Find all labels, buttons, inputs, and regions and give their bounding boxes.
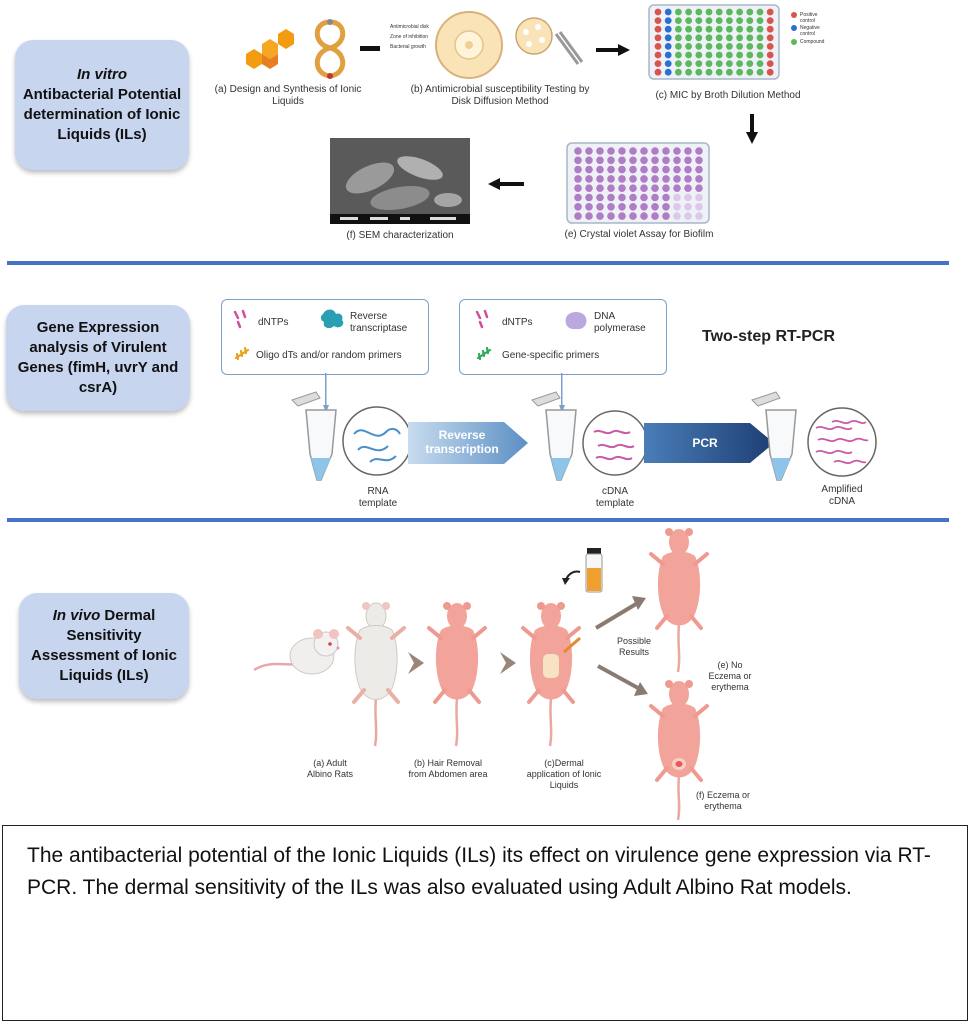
- possible-results-caption: Possible Results: [616, 636, 652, 657]
- cdna-circle-icon: [582, 410, 648, 476]
- shaved-rat-icon: [427, 602, 487, 747]
- plate-legend-2: Negative control: [800, 25, 820, 37]
- section-label-text: Antibacterial Potential determination of…: [22, 86, 182, 143]
- arrow-reverse-transcription: [408, 422, 528, 464]
- curved-arrow-icon: [562, 570, 581, 585]
- arrow-down-result-icon: [597, 664, 648, 696]
- disk-label-3: Bacterial growth: [390, 44, 426, 50]
- petri-dish-icon: [435, 11, 503, 79]
- tube-cdna-icon: [531, 391, 577, 481]
- arrow-up-result-icon: [594, 596, 646, 630]
- chevron-right-icon: [408, 652, 424, 674]
- rat-step-b-caption: (b) Hair Removal from Abdomen area: [408, 758, 488, 779]
- section-label-in-vitro: In vitro Antibacterial Potential determi…: [15, 40, 189, 170]
- gene-primers-icon: [476, 346, 492, 361]
- well-plate-crystal-violet-icon: [566, 142, 710, 224]
- amplified-cdna-caption: Amplified cDNA: [821, 484, 863, 507]
- primers-icon: [234, 346, 250, 361]
- step-c-caption: (c) MIC by Broth Dilution Method: [655, 90, 801, 101]
- ionic-liquid-molecule-icon: [314, 19, 346, 79]
- section-label-italic: In vitro: [76, 66, 127, 83]
- treated-rat-icon: [521, 602, 581, 747]
- connector-line-1: [323, 373, 329, 413]
- rna-template-caption: RNA template: [358, 486, 398, 509]
- albino-rat-upright-icon: [346, 602, 406, 747]
- result-f-caption: (f) Eczema or erythema: [695, 790, 750, 811]
- tube-rna-icon: [291, 391, 337, 481]
- dna-polymerase-icon: [565, 312, 587, 330]
- step-b-caption: (b) Antimicrobial susceptibility Testing…: [410, 84, 590, 107]
- rat-step-a-caption: (a) Adult Albino Rats: [306, 758, 354, 779]
- pcr-label: PCR: [692, 436, 718, 450]
- disk-plate-and-forceps-icon: [515, 17, 584, 65]
- section-separator-1: [7, 261, 949, 265]
- box1-primers: Oligo dTs and/or random primers: [256, 350, 402, 361]
- reagent-box-pcr: [459, 299, 667, 375]
- rat-step-c-caption: (c)Dermal application of Ionic Liquids: [526, 758, 602, 790]
- dntps-icon: [475, 309, 489, 329]
- result-rat-eczema-icon: [649, 680, 709, 821]
- step-e-caption: (e) Crystal violet Assay for Biofilm: [564, 229, 714, 240]
- minus-icon: [360, 46, 380, 51]
- box2-dntps: dNTPs: [502, 317, 533, 328]
- disk-label-2: Zone of inhibition: [390, 34, 429, 40]
- reverse-transcription-label: Reverse transcription: [425, 428, 499, 456]
- amplified-cdna-circle-icon: [807, 407, 877, 477]
- section-label-in-vivo: In vivo Dermal Sensitivity Assessment of…: [19, 593, 189, 699]
- step-f-caption: (f) SEM characterization: [346, 230, 454, 241]
- box2-enzyme: DNA polymerase: [594, 311, 646, 334]
- albino-rat-sitting-icon: [253, 629, 340, 675]
- arrow-down-icon: [746, 114, 758, 144]
- tube-amplified-icon: [751, 391, 797, 481]
- honeycomb-icon: [246, 29, 294, 69]
- disk-label-1: Antimicrobial disk: [390, 24, 429, 30]
- chevron-right-icon: [500, 652, 516, 674]
- arrow-pcr: [644, 423, 774, 463]
- result-e-caption: (e) No Eczema or erythema: [708, 660, 752, 692]
- section-separator-2: [7, 518, 949, 522]
- rt-pcr-title: Two-step RT-PCR: [702, 328, 836, 345]
- reverse-transcriptase-icon: [320, 309, 344, 329]
- section-label-gene-expression: Gene Expression analysis of Virulent Gen…: [6, 305, 190, 411]
- dntps-icon: [233, 309, 247, 329]
- plate-legend-dots: [791, 12, 797, 45]
- arrow-left-icon: [488, 178, 524, 190]
- cdna-template-caption: cDNA template: [595, 486, 635, 509]
- caption-text: The antibacterial potential of the Ionic…: [27, 844, 931, 899]
- caption-box: The antibacterial potential of the Ionic…: [2, 825, 968, 1021]
- rna-circle-icon: [342, 406, 412, 476]
- plate-legend-1: Positive control: [800, 12, 818, 24]
- arrow-right-icon: [596, 44, 630, 56]
- box1-enzyme: Reverse transcriptase: [350, 311, 408, 334]
- section-label-text: Gene Expression analysis of Virulent Gen…: [17, 319, 179, 396]
- sem-image-icon: [330, 138, 470, 224]
- box1-dntps: dNTPs: [258, 317, 289, 328]
- plate-legend-3: Compound: [800, 39, 825, 45]
- section-label-text: Dermal Sensitivity Assessment of Ionic L…: [31, 607, 177, 684]
- step-a-caption: (a) Design and Synthesis of Ionic Liquid…: [214, 84, 362, 107]
- box2-primers: Gene-specific primers: [502, 350, 600, 361]
- section-label-italic: In vivo: [52, 607, 101, 624]
- connector-line-2: [559, 373, 565, 413]
- vial-icon: [585, 548, 603, 593]
- result-rat-healthy-icon: [649, 528, 709, 673]
- well-plate-mic-icon: [648, 4, 780, 80]
